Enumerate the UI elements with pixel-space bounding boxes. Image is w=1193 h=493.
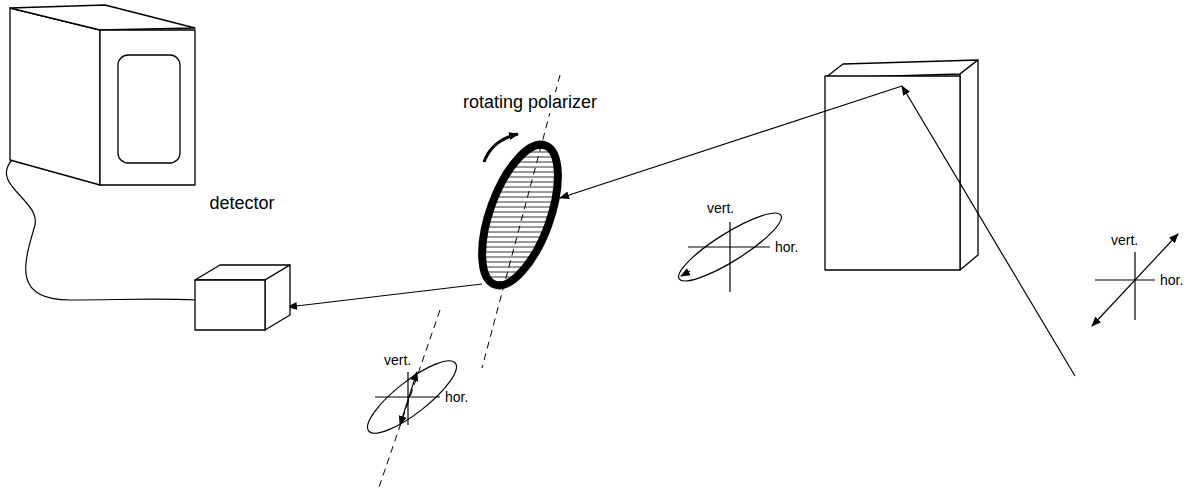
elliptical-polarization — [672, 203, 789, 292]
cable — [6, 160, 197, 300]
node-label: detector — [207, 193, 276, 214]
incident-beam — [902, 86, 1075, 376]
detector-box: detector — [195, 265, 290, 330]
node-outline — [478, 140, 562, 290]
axis-label: vert. — [383, 352, 412, 368]
sample-box — [825, 60, 978, 270]
monitor — [10, 5, 195, 185]
node-outline — [195, 265, 290, 330]
polarizer: rotating polarizer — [478, 140, 562, 290]
axis-label: hor. — [1159, 272, 1184, 288]
rotation-arrow — [484, 134, 518, 162]
light-beam — [288, 284, 482, 307]
axis-label: hor. — [774, 239, 799, 255]
node-label: rotating polarizer — [461, 92, 599, 113]
axis-label: hor. — [444, 389, 469, 405]
axis-label: vert. — [706, 200, 735, 216]
axis-label: vert. — [1110, 232, 1139, 248]
reflected-beam — [560, 86, 902, 198]
